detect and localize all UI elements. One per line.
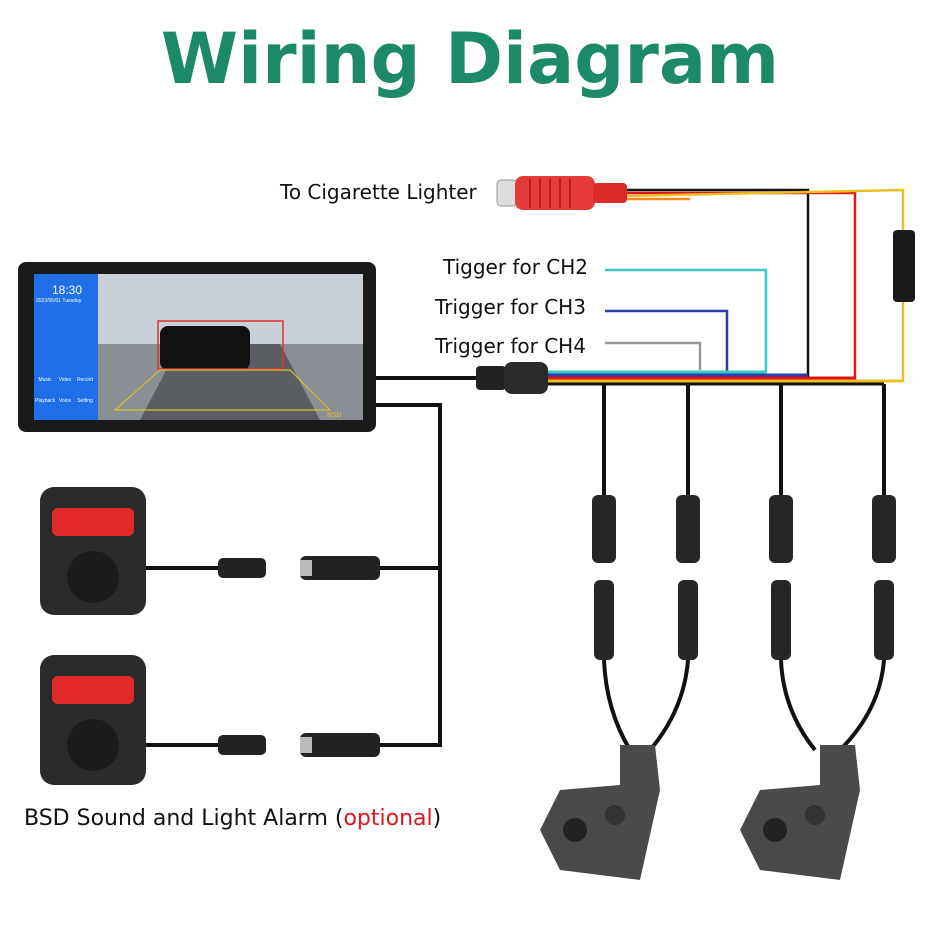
app-record[interactable]: Record (76, 377, 94, 383)
app-music[interactable]: Music (38, 377, 52, 383)
cigarette-lighter-plug (496, 176, 627, 210)
app-voice[interactable]: Voice (58, 398, 72, 404)
alarm-label-close: ) (432, 806, 442, 831)
label-cigarette-lighter: To Cigarette Lighter (280, 180, 477, 204)
trigger-wires (605, 268, 768, 373)
app-video[interactable]: Video (58, 377, 72, 383)
monitor-time: 18:30 (52, 283, 83, 297)
power-wires (624, 188, 905, 382)
alarm-label-text: BSD Sound and Light Alarm ( (24, 806, 344, 831)
main-connector (476, 362, 548, 394)
bsd-alarm-2 (40, 655, 146, 785)
camera-cables (602, 384, 886, 752)
label-trigger-ch4: Trigger for CH4 (435, 334, 586, 358)
label-trigger-ch2: Tigger for CH2 (443, 255, 589, 279)
page-title: Wiring Diagram (160, 18, 780, 100)
bsd-alarm-1 (40, 487, 146, 615)
label-bsd-alarm: BSD Sound and Light Alarm (optional) (24, 806, 441, 831)
bsd-status: BSD (327, 412, 342, 419)
app-setting[interactable]: Setting (77, 398, 93, 404)
camera-1 (540, 745, 660, 880)
optional-text: optional (343, 806, 433, 831)
monitor-date: 2022/06/01 Tuesday (36, 298, 82, 304)
app-playback[interactable]: Playback (35, 398, 56, 404)
camera-connectors (592, 495, 896, 660)
camera-2 (740, 745, 860, 880)
monitor (18, 262, 376, 432)
fuse-holder (893, 230, 915, 302)
monitor-apps: Music Video Record Playback Voice Settin… (35, 377, 97, 404)
cable-bundle (548, 370, 903, 386)
label-trigger-ch3: Trigger for CH3 (435, 295, 586, 319)
alarm-connectors (218, 556, 380, 757)
